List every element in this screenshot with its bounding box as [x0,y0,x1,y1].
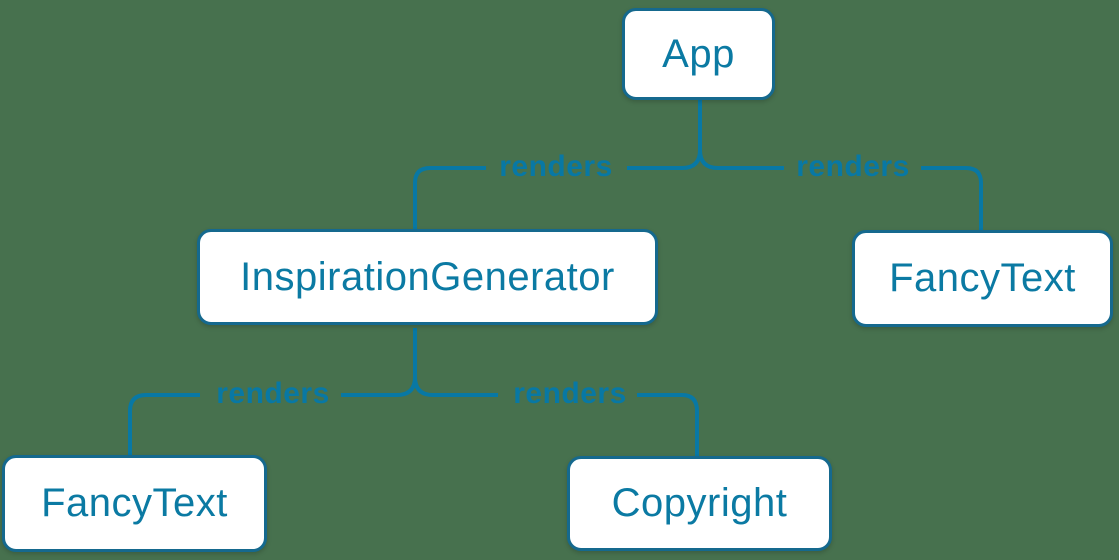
node-fancy-text-bottom-label: FancyText [41,481,228,525]
edge-app-to-fancytext-left-part [698,149,784,170]
node-fancy-text-top-label: FancyText [889,256,1076,300]
edge-ig-to-fancytext-right-part [341,328,417,397]
edge-app-to-inspirationgenerator-left-part [413,166,486,229]
edge-app-to-inspirationgenerator-right-part [627,100,702,170]
edge-label-app-inspirationgenerator: renders [499,150,613,183]
edge-label-ig-fancytext: renders [216,377,330,410]
node-inspiration-generator: InspirationGenerator [197,229,658,325]
edge-ig-to-copyright-left-part [413,376,498,397]
edge-ig-to-copyright-right-part [637,393,699,456]
node-app-label: App [662,31,735,76]
node-inspiration-generator-label: InspirationGenerator [240,254,615,299]
edge-ig-to-fancytext-left-part [128,393,200,455]
edge-app-to-fancytext-right-part [921,166,983,230]
node-copyright: Copyright [567,456,832,551]
edge-label-ig-copyright: renders [513,377,627,410]
node-app: App [622,8,775,100]
node-fancy-text-top: FancyText [852,230,1113,327]
edge-label-app-fancytext: renders [796,150,910,183]
node-copyright-label: Copyright [611,481,788,525]
node-fancy-text-bottom: FancyText [2,455,267,552]
